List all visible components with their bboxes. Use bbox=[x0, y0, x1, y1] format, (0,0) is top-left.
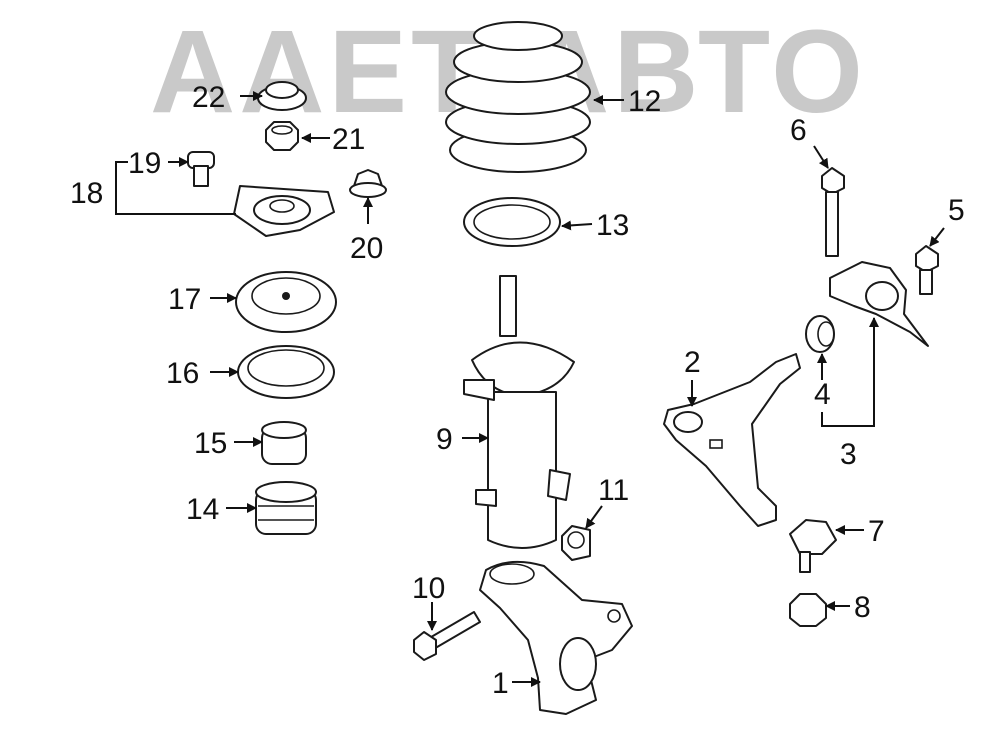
bracket-bolt bbox=[915, 245, 939, 295]
callout-21: 21 bbox=[332, 123, 365, 156]
strut-assembly bbox=[463, 275, 575, 549]
callout-2: 2 bbox=[684, 346, 701, 379]
callout-3: 3 bbox=[840, 438, 857, 471]
mount-cap bbox=[257, 81, 307, 111]
coil-spring bbox=[445, 21, 591, 173]
callout-5: 5 bbox=[948, 194, 965, 227]
bushing-bolt bbox=[821, 167, 845, 257]
strut-mount bbox=[233, 185, 335, 237]
bump-stop bbox=[261, 421, 307, 465]
leader-lines bbox=[115, 91, 945, 687]
callout-6: 6 bbox=[790, 114, 807, 147]
bushing-nut bbox=[561, 525, 591, 561]
knuckle-bolt bbox=[413, 611, 481, 661]
callout-12: 12 bbox=[628, 85, 661, 118]
callout-17: 17 bbox=[168, 283, 201, 316]
callout-9: 9 bbox=[436, 423, 453, 456]
callout-11: 11 bbox=[598, 474, 629, 507]
callout-22: 22 bbox=[192, 81, 225, 114]
callout-13: 13 bbox=[596, 209, 629, 242]
mount-bolt bbox=[187, 151, 215, 187]
callout-19: 19 bbox=[128, 147, 161, 180]
hex-nut bbox=[265, 121, 299, 151]
callout-15: 15 bbox=[194, 427, 227, 460]
callout-16: 16 bbox=[166, 357, 199, 390]
rear-bushing-bracket bbox=[829, 261, 929, 347]
ball-joint-nut bbox=[789, 593, 827, 627]
callout-14: 14 bbox=[186, 493, 219, 526]
callout-7: 7 bbox=[868, 515, 885, 548]
callout-18: 18 bbox=[70, 177, 103, 210]
callout-10: 10 bbox=[412, 572, 445, 605]
spring-seat-upper bbox=[463, 197, 561, 247]
callout-1: 1 bbox=[492, 667, 509, 700]
ball-joint bbox=[789, 519, 837, 573]
steering-knuckle bbox=[479, 560, 633, 715]
dust-boot bbox=[255, 481, 317, 535]
strut-bearing bbox=[235, 271, 337, 333]
callout-labels: 22 21 19 18 20 17 16 15 14 12 13 9 11 10… bbox=[70, 81, 965, 700]
callout-20: 20 bbox=[350, 232, 383, 265]
lower-control-arm bbox=[663, 353, 801, 527]
control-arm-bushing bbox=[805, 315, 835, 353]
callout-4: 4 bbox=[814, 378, 831, 411]
callout-8: 8 bbox=[854, 591, 871, 624]
spring-insulator bbox=[237, 345, 335, 399]
flange-nut bbox=[349, 169, 387, 198]
